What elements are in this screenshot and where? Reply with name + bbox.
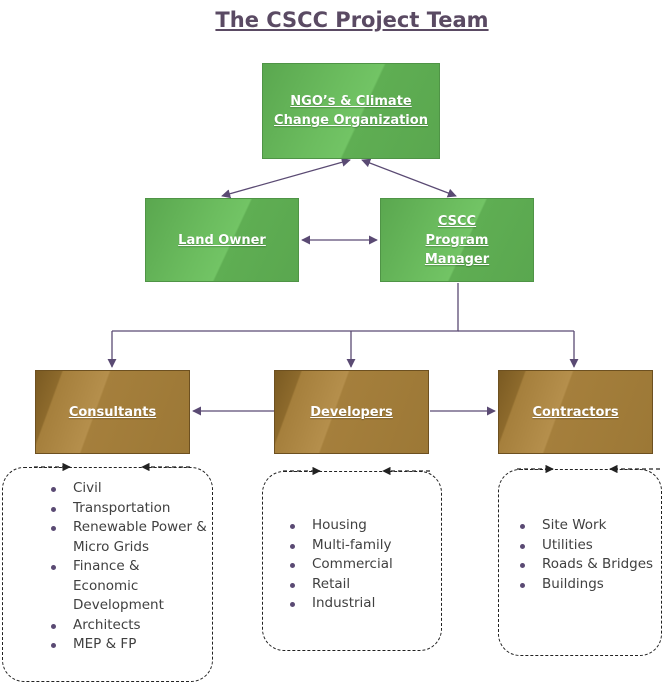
ngo-manager-connector <box>361 158 457 198</box>
list-item: Architects <box>49 616 209 636</box>
program-manager-label: CSCC Program Manager <box>424 213 490 267</box>
developers-node[interactable]: Developers <box>274 370 429 454</box>
land-owner-label: Land Owner <box>178 232 266 248</box>
list-item: Transportation <box>49 499 209 519</box>
list-item: Civil <box>49 479 209 499</box>
contractors-node[interactable]: Contractors <box>498 370 653 454</box>
list-item: Utilities <box>518 536 658 556</box>
land-owner-node[interactable]: Land Owner <box>145 198 299 282</box>
consultants-label: Consultants <box>68 404 157 420</box>
developers-list-box <box>262 471 442 651</box>
consultants-list: Civil Transportation Renewable Power & M… <box>49 479 209 655</box>
list-item: Housing <box>288 516 438 536</box>
list-item: Finance & Economic Development <box>49 557 209 616</box>
program-manager-node[interactable]: CSCC Program Manager <box>380 198 534 282</box>
ngo-label: NGO’s & Climate Change Organization <box>274 94 428 128</box>
list-item: Roads & Bridges <box>518 555 658 575</box>
diagram-title: The CSCC Project Team <box>215 8 489 32</box>
consultants-list-box <box>2 467 213 682</box>
consultants-node[interactable]: Consultants <box>35 370 190 454</box>
ngo-node[interactable]: NGO’s & Climate Change Organization <box>262 63 440 159</box>
list-item: Industrial <box>288 594 438 614</box>
manager-branch-connector <box>112 283 459 332</box>
contractors-label: Contractors <box>532 404 619 420</box>
developers-list: Housing Multi-family Commercial Retail I… <box>288 516 438 614</box>
developers-label: Developers <box>310 404 393 420</box>
contractors-list: Site Work Utilities Roads & Bridges Buil… <box>518 516 658 594</box>
list-item: Commercial <box>288 555 438 575</box>
list-item: MEP & FP <box>49 635 209 655</box>
list-item: Multi-family <box>288 536 438 556</box>
list-item: Retail <box>288 575 438 595</box>
ngo-landowner-connector <box>221 157 351 199</box>
list-item: Site Work <box>518 516 658 536</box>
list-item: Buildings <box>518 575 658 595</box>
contractors-list-box <box>498 469 662 656</box>
list-item: Renewable Power & Micro Grids <box>49 518 209 557</box>
